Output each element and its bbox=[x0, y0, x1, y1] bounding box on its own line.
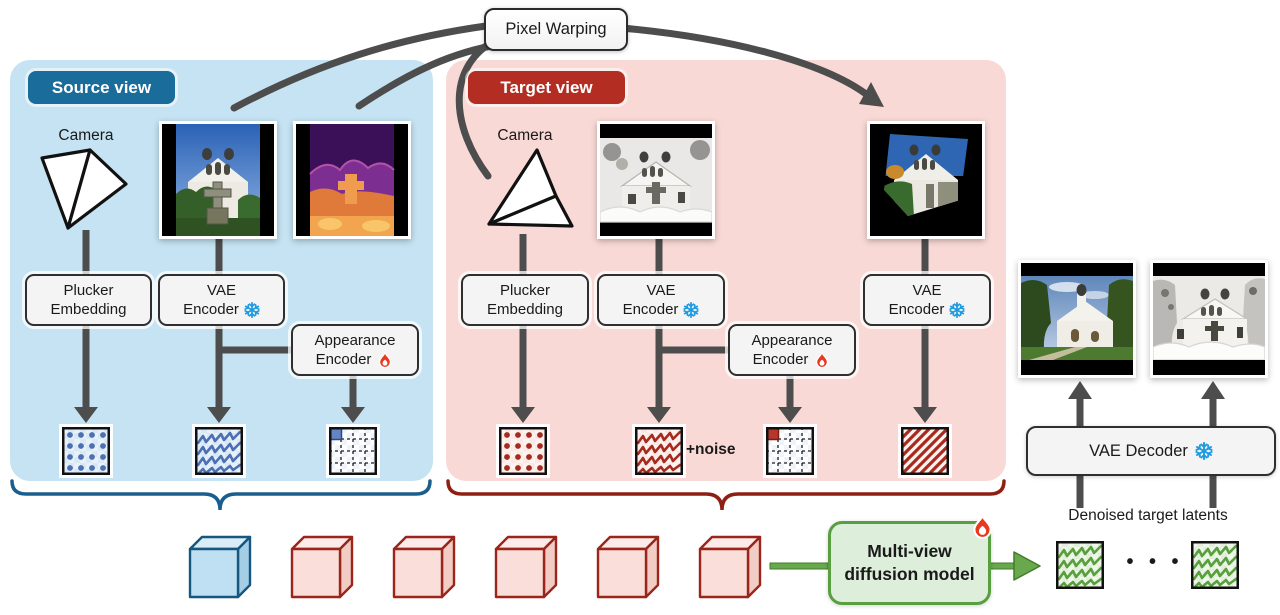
source-camera-label: Camera bbox=[58, 127, 114, 144]
target-brace bbox=[446, 479, 1006, 511]
source-depth-image bbox=[293, 121, 411, 239]
box-label-line1: Appearance bbox=[314, 331, 396, 349]
flame-icon bbox=[973, 514, 992, 539]
target-view-badge: Target view bbox=[468, 71, 625, 104]
target-connectors bbox=[511, 234, 937, 423]
box-label-line2: Encoder bbox=[315, 351, 372, 368]
box-label-line1: VAE bbox=[646, 281, 676, 299]
snowflake-icon bbox=[1195, 442, 1213, 460]
source-view-badge: Source view bbox=[28, 71, 175, 104]
vae-decoder-box: VAE Decoder bbox=[1026, 426, 1276, 476]
box-label-line2: Encoder bbox=[888, 301, 945, 318]
target-vae-latent bbox=[635, 427, 683, 475]
box-label-line2: Embedding bbox=[50, 301, 127, 318]
box-label-line2: Encoder bbox=[752, 351, 809, 368]
source-plucker-latent bbox=[62, 427, 110, 475]
snowflake-icon bbox=[683, 301, 700, 318]
source-latent-cube bbox=[188, 535, 252, 599]
source-rgb-image bbox=[159, 121, 277, 239]
box-label-line2: Encoder bbox=[622, 301, 679, 318]
box-label-line1: Appearance bbox=[751, 331, 833, 349]
source-vae-latent bbox=[195, 427, 243, 475]
target-camera-label: Camera bbox=[497, 127, 553, 144]
source-vae-encoder-box: VAE Encoder bbox=[158, 274, 285, 326]
denoised-latent-2 bbox=[1191, 541, 1239, 589]
vae-decoder-label: VAE Decoder bbox=[1089, 441, 1188, 460]
source-appearance-encoder-box: Appearance Encoder bbox=[291, 324, 419, 376]
source-connectors bbox=[74, 230, 365, 423]
target-latent-cube bbox=[698, 535, 762, 599]
warped-target-image bbox=[867, 121, 985, 239]
target-vae-encoder-box-2: VAE Encoder bbox=[863, 274, 991, 326]
target-vae-encoder-box: VAE Encoder bbox=[597, 274, 725, 326]
box-label-line2: Embedding bbox=[487, 301, 563, 318]
multi-view-diffusion-model-box: Multi-view diffusion model bbox=[828, 514, 992, 605]
snowflake-icon bbox=[949, 301, 966, 318]
target-latent-cube bbox=[392, 535, 456, 599]
latents-ellipsis: • • • bbox=[1126, 551, 1184, 573]
latent-cubes bbox=[188, 535, 762, 599]
plus-noise-label: +noise bbox=[686, 441, 736, 458]
source-appearance-latent bbox=[329, 427, 377, 475]
target-appearance-encoder-box: Appearance Encoder bbox=[728, 324, 856, 376]
diffusion-label-line2: diffusion model bbox=[844, 564, 975, 584]
target-camera-icon bbox=[487, 148, 574, 228]
box-label-line1: VAE bbox=[207, 281, 236, 299]
target-latent-cube bbox=[494, 535, 558, 599]
box-label-line2: Encoder bbox=[183, 301, 239, 318]
target-plucker-latent bbox=[499, 427, 547, 475]
decoder-connectors bbox=[1068, 381, 1225, 508]
source-plucker-embedding-box: Plucker Embedding bbox=[25, 274, 152, 326]
flame-icon bbox=[816, 351, 829, 368]
flame-icon bbox=[379, 351, 392, 368]
box-label-line1: Plucker bbox=[63, 281, 114, 299]
source-brace bbox=[10, 479, 432, 511]
target-plucker-embedding-box: Plucker Embedding bbox=[461, 274, 589, 326]
box-label-line1: VAE bbox=[912, 281, 942, 299]
target-rgb-image bbox=[597, 121, 715, 239]
source-camera-icon bbox=[40, 148, 128, 230]
denoised-target-latents-caption: Denoised target latents bbox=[1068, 507, 1228, 524]
box-label-line1: Plucker bbox=[499, 281, 551, 299]
pixel-warping-arrows bbox=[230, 22, 884, 180]
diffusion-label-line1: Multi-view bbox=[867, 541, 952, 562]
target-latent-cube bbox=[290, 535, 354, 599]
warped-target-latent bbox=[901, 427, 949, 475]
output-view-image-1 bbox=[1018, 260, 1136, 378]
target-latent-cube bbox=[596, 535, 660, 599]
target-appearance-latent bbox=[766, 427, 814, 475]
denoised-latent-1 bbox=[1056, 541, 1104, 589]
output-view-image-2 bbox=[1150, 260, 1268, 378]
snowflake-icon bbox=[244, 301, 260, 318]
pixel-warping-box: Pixel Warping bbox=[484, 8, 628, 51]
